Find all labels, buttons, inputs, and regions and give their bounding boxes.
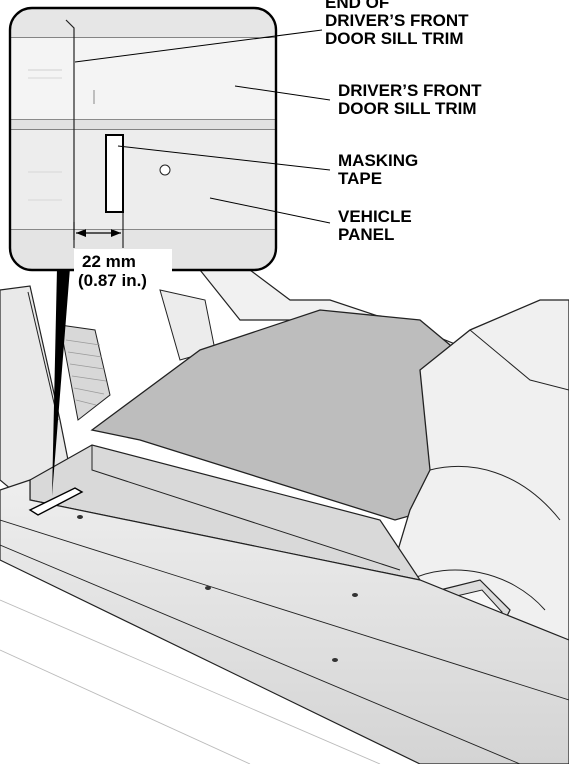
leader-masking-tape — [117, 145, 331, 171]
callout-leaders — [74, 29, 331, 224]
label-vehicle-panel: VEHICLE PANEL — [338, 208, 412, 244]
car-interior-scene — [0, 269, 569, 764]
detail-callout-wedge — [52, 268, 70, 496]
label-line: DOOR SILL TRIM — [325, 29, 464, 48]
leader-end-of-trim — [74, 29, 323, 63]
label-line: END OF — [325, 0, 390, 12]
label-line: MASKING — [338, 151, 419, 170]
leader-vehicle-panel — [209, 197, 331, 224]
dimension-metric: 22 mm — [82, 252, 136, 271]
label-line: DOOR SILL TRIM — [338, 99, 477, 118]
label-door-sill-trim: DRIVER’S FRONT DOOR SILL TRIM — [338, 82, 482, 118]
dimension-imperial: (0.87 in.) — [78, 271, 147, 290]
scene-masking-tape — [28, 487, 84, 516]
label-dimension: 22 mm (0.87 in.) — [78, 252, 147, 290]
label-line: VEHICLE — [338, 207, 412, 226]
label-end-of-door-sill-trim: END OF DRIVER’S FRONT DOOR SILL TRIM — [325, 0, 469, 48]
label-line: PANEL — [338, 225, 395, 244]
label-line: TAPE — [338, 169, 383, 188]
label-masking-tape: MASKING TAPE — [338, 152, 418, 188]
inset-masking-tape — [105, 134, 124, 213]
leader-door-sill-trim — [234, 85, 331, 101]
label-line: DRIVER’S FRONT — [325, 11, 469, 30]
detail-inset — [8, 6, 278, 289]
label-line: DRIVER’S FRONT — [338, 81, 482, 100]
